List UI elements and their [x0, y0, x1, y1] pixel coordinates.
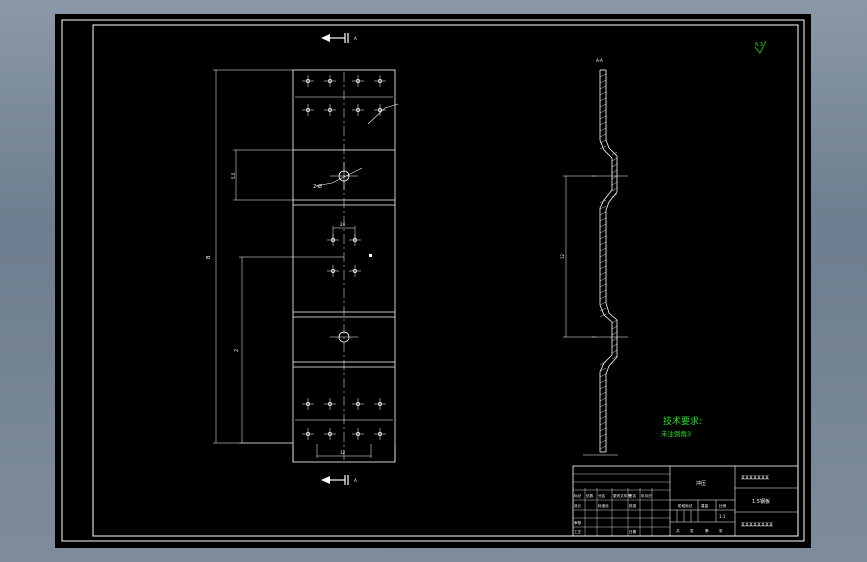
title-block-cell: 更改文件号 [613, 493, 631, 498]
svg-text:张: 张 [719, 528, 723, 533]
svg-text:张: 张 [690, 528, 694, 533]
mounting-hole [349, 265, 361, 277]
svg-text:A: A [354, 36, 357, 41]
title-block-cell: 审核 [574, 520, 582, 525]
mounting-hole [352, 428, 364, 440]
side-view: A-A 12 [560, 58, 628, 456]
mounting-hole [374, 104, 386, 116]
inner-border [92, 24, 799, 537]
center-span-dimension: 2 [234, 349, 240, 352]
svg-text:6.3: 6.3 [755, 42, 763, 48]
mounting-hole [374, 428, 386, 440]
drawing-number: 某某某某某某某 [741, 474, 769, 480]
mounting-hole [352, 398, 364, 410]
title-block-cell: 分区 [598, 493, 606, 498]
svg-text:重量: 重量 [701, 503, 709, 508]
mounting-hole [374, 398, 386, 410]
mounting-hole [324, 398, 336, 410]
mounting-hole [302, 75, 314, 87]
drawing-sheet [55, 14, 811, 548]
thickness-note: 2-Ø [313, 183, 322, 190]
title-block-cell: 标准化 [598, 503, 609, 508]
view-arrow-bottom: A [321, 475, 357, 485]
material: 1.5钢板 [752, 498, 770, 505]
slot-dimension: 5.5 [231, 172, 236, 179]
tech-req-line: 未注倒角3 [661, 429, 691, 438]
mounting-hole [327, 265, 339, 277]
title-block-cell: 日期 [629, 529, 637, 534]
roughness-symbol: 6.3 [754, 40, 767, 54]
svg-text:共: 共 [676, 528, 680, 533]
view-arrow-top: A [321, 33, 357, 43]
title-block-cell: 标记 [574, 493, 582, 498]
mounting-hole [302, 428, 314, 440]
mounting-hole [352, 75, 364, 87]
tech-req-title: 技术要求: [663, 415, 702, 427]
mounting-hole [324, 104, 336, 116]
side-span-dimension: 12 [560, 253, 565, 259]
svg-text:阶段标记: 阶段标记 [678, 503, 693, 508]
mounting-hole [352, 104, 364, 116]
title-block-cell: 年月日 [641, 493, 652, 498]
part-name: 冲压 [696, 480, 706, 487]
front-view: 2-Ø 24 [292, 69, 399, 463]
pitch-dimension: 24 [340, 222, 346, 227]
svg-text:比例: 比例 [719, 503, 727, 508]
side-view-label: A-A [596, 58, 603, 63]
title-block-cell: 工艺 [574, 529, 582, 534]
title-block-cell: 处数 [586, 493, 594, 498]
mounting-hole [324, 428, 336, 440]
overall-dimension: B [206, 255, 212, 259]
outer-border [61, 19, 805, 542]
title-block-cell: 批准 [629, 503, 637, 508]
svg-text:A: A [354, 478, 357, 483]
svg-text:第: 第 [705, 528, 709, 533]
title-block-cell: 设计 [574, 503, 582, 508]
mounting-hole [324, 75, 336, 87]
front-dimensions: B 2 5.5 12 [206, 69, 396, 462]
company: 某某某某某某某某 [741, 521, 773, 527]
scale: 1:1 [719, 514, 726, 519]
local-dimension: 12 [340, 450, 346, 455]
mounting-hole [302, 104, 314, 116]
title-block: 标记处数分区 更改文件号签名年月日设计审核工艺 标准化 批准日期 冲压 某某某某某某某… [572, 465, 799, 537]
technical-requirements: 技术要求: 未注倒角3 [661, 415, 702, 438]
title-block-cell: 签名 [629, 493, 637, 498]
mounting-hole [302, 398, 314, 410]
mounting-hole [374, 75, 386, 87]
